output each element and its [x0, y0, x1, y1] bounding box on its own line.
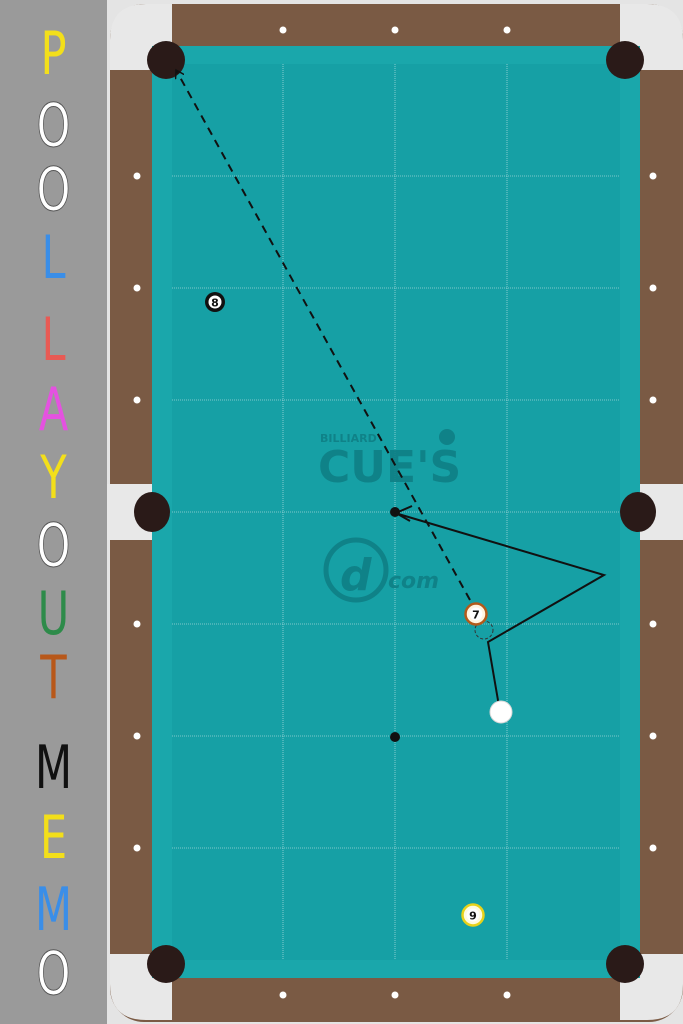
pocket	[147, 41, 185, 79]
ball-8[interactable]: 8	[205, 292, 225, 312]
title-letter: L	[41, 223, 66, 293]
pocket	[606, 41, 644, 79]
ball-9[interactable]: 9	[461, 903, 485, 927]
title-letter: M	[34, 875, 73, 945]
foot-spot	[390, 732, 400, 742]
ball-number: 9	[469, 910, 477, 923]
object-ball-path	[176, 70, 471, 601]
title-letter: U	[37, 579, 70, 649]
watermark-logo-letter: d	[340, 550, 372, 601]
pocket	[606, 945, 644, 983]
cue-path-arrowhead	[393, 505, 413, 522]
pocket	[620, 492, 656, 532]
pocket	[147, 945, 185, 983]
ball-number: 8	[211, 297, 219, 310]
watermark: BILLIARD CUE'S d com	[318, 429, 461, 603]
title-letter: Y	[40, 443, 67, 513]
title-letter: O	[36, 155, 71, 225]
corner-plate	[110, 954, 172, 1020]
corner-plate	[620, 954, 683, 1020]
title-letter: E	[39, 803, 68, 873]
diamond-sights	[133, 26, 657, 999]
title-letter: O	[36, 511, 71, 581]
watermark-small: BILLIARD	[320, 432, 377, 445]
cue-ball-path	[394, 512, 607, 713]
ball-number: 7	[472, 609, 480, 622]
title-letter: M	[34, 733, 73, 803]
title-letter: O	[36, 91, 71, 161]
corner-plate	[620, 4, 683, 70]
title-letter: A	[38, 375, 69, 445]
title-letter: T	[40, 643, 67, 713]
app-title: P O O L L A Y O U T M E M O	[0, 0, 107, 1024]
pocket	[134, 492, 170, 532]
title-letter: P	[40, 19, 67, 89]
cue-ball[interactable]	[489, 700, 513, 724]
corner-plate	[110, 4, 172, 70]
watermark-logo-circle	[323, 537, 389, 603]
watermark-com: com	[388, 569, 439, 594]
ball-7[interactable]: 7	[464, 602, 488, 626]
watermark-dot	[439, 429, 455, 445]
watermark-big: CUE'S	[318, 442, 461, 493]
title-letter: L	[41, 305, 66, 375]
title-letter: O	[36, 939, 71, 1009]
